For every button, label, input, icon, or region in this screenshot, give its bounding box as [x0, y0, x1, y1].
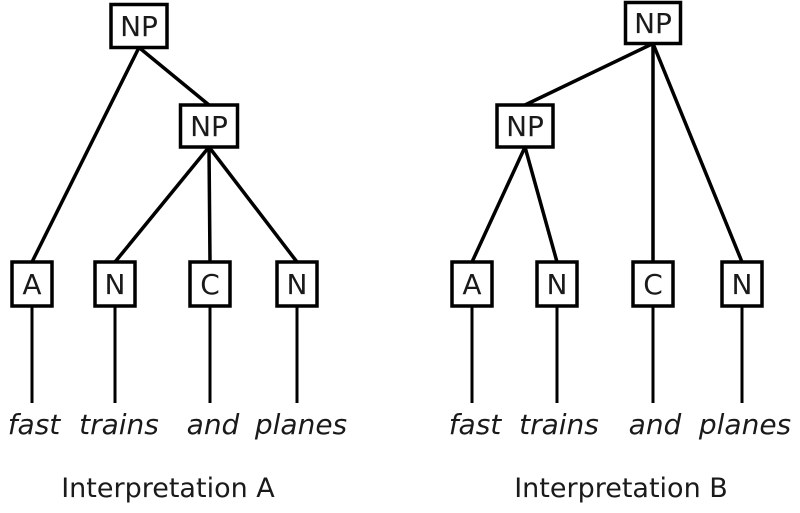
edge-line	[523, 146, 559, 263]
edge-line	[470, 146, 527, 263]
word-label: fast	[449, 408, 503, 441]
edge-line	[524, 41, 654, 107]
node-label: N	[547, 268, 568, 301]
tree-node-box	[10, 260, 54, 308]
word-label: planes	[698, 408, 791, 441]
word-label: trains	[79, 408, 159, 441]
tree-node-box	[188, 260, 232, 308]
node-label: NP	[190, 110, 228, 143]
word-label: and	[629, 408, 682, 441]
node-label: A	[462, 268, 481, 301]
edge-line	[207, 146, 212, 263]
tree-caption: Interpretation B	[514, 473, 728, 504]
tree-node-box	[109, 2, 169, 50]
edge-line	[113, 145, 211, 264]
node-label: A	[22, 268, 41, 301]
tree-node-box	[275, 260, 319, 308]
node-label: NP	[634, 7, 672, 40]
tree-node-box	[720, 260, 764, 308]
edge-line	[207, 145, 299, 264]
node-label: N	[732, 268, 753, 301]
node-label: C	[643, 268, 663, 301]
tree-node-box	[93, 260, 137, 308]
tree-node-box	[450, 260, 494, 308]
word-label: trains	[519, 408, 599, 441]
node-label: NP	[506, 110, 544, 143]
tree-node-box	[178, 103, 240, 149]
edge-line	[137, 46, 211, 107]
node-label: C	[200, 268, 220, 301]
node-label: N	[287, 268, 308, 301]
tree-node-box	[495, 103, 555, 149]
edge-line	[30, 46, 141, 263]
tree-caption: Interpretation A	[61, 473, 275, 504]
tree-node-box	[631, 260, 675, 308]
word-label: and	[187, 408, 240, 441]
word-label: fast	[8, 408, 62, 441]
node-label: N	[105, 268, 126, 301]
word-label: planes	[254, 408, 347, 441]
node-label: NP	[120, 10, 158, 43]
tree-node-box	[623, 0, 683, 46]
edge-line	[651, 42, 744, 263]
tree-node-box	[535, 260, 579, 308]
